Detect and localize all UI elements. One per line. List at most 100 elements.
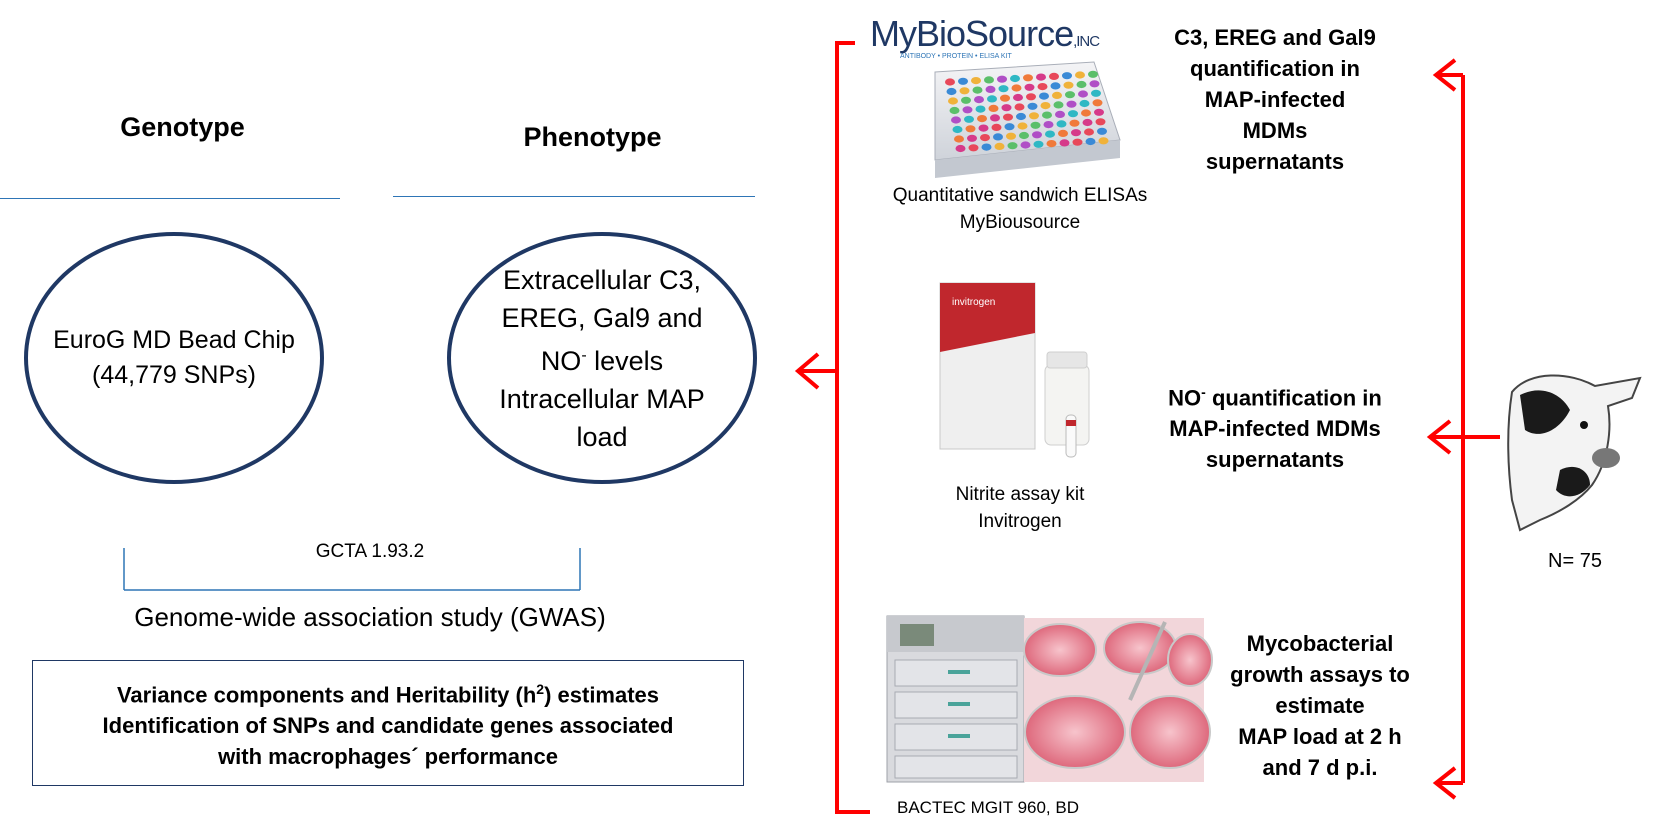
elisa-well bbox=[987, 95, 997, 103]
elisa-well bbox=[961, 96, 971, 104]
elisa-text-line3: MAP-infected bbox=[1204, 87, 1346, 112]
elisa-well bbox=[1055, 110, 1065, 118]
genotype-circle: EuroG MD Bead Chip (44,779 SNPs) bbox=[24, 232, 324, 484]
results-line1: Variance components and Heritability (h2… bbox=[116, 680, 660, 708]
elisa-well bbox=[951, 116, 961, 124]
elisa-well bbox=[945, 78, 955, 86]
elisa-well bbox=[997, 75, 1007, 83]
elisa-well bbox=[1001, 104, 1012, 112]
phenotype-rule bbox=[393, 196, 755, 197]
results-box: Variance components and Heritability (h2… bbox=[32, 660, 744, 786]
elisa-well bbox=[1030, 121, 1041, 129]
elisa-well bbox=[990, 114, 1000, 122]
elisa-well bbox=[1006, 132, 1016, 140]
elisa-well bbox=[1076, 80, 1087, 89]
logo-brand-suffix: ,INC bbox=[1073, 33, 1100, 50]
tool-label: GCTA 1.93.2 bbox=[315, 541, 425, 562]
nitrite-kit-image: invitrogen bbox=[939, 282, 1090, 458]
elisa-text-line4: MDMs bbox=[1242, 118, 1308, 143]
elisa-well bbox=[1098, 137, 1109, 145]
bactec-caption: BACTEC MGIT 960, BD bbox=[896, 798, 1079, 817]
results-line2: Identification of SNPs and candidate gen… bbox=[102, 713, 674, 739]
nitrite-caption-line1: Nitrite assay kit bbox=[955, 484, 1085, 505]
elisa-caption-line2: MyBiousource bbox=[959, 212, 1081, 233]
logo-brand-main: MyBioSource bbox=[870, 13, 1073, 54]
elisa-well bbox=[1014, 103, 1025, 111]
phenotype-circle-line3: NO- levels bbox=[540, 345, 664, 376]
elisa-well bbox=[1068, 110, 1078, 118]
elisa-well bbox=[1027, 102, 1038, 110]
elisa-caption: Quantitative sandwich ELISAs MyBiousourc… bbox=[870, 182, 1170, 236]
elisa-well bbox=[949, 106, 960, 115]
elisa-well bbox=[1091, 89, 1101, 97]
elisa-well bbox=[959, 87, 970, 95]
elisa-well bbox=[981, 143, 992, 151]
right-red-bracket bbox=[1426, 58, 1500, 800]
gcta-bracket bbox=[123, 548, 581, 591]
elisa-well bbox=[1089, 80, 1100, 88]
elisa-well bbox=[1058, 129, 1068, 137]
genotype-rule bbox=[0, 198, 340, 199]
elisa-text-line5: supernatants bbox=[1205, 149, 1345, 174]
elisa-well bbox=[1036, 73, 1046, 81]
mybiosource-logo: MyBioSource,INC ANTIBODY • PROTEIN • ELI… bbox=[870, 13, 1101, 60]
genotype-circle-line2: (44,779 SNPs) bbox=[92, 361, 256, 389]
left-red-bracket bbox=[794, 41, 870, 814]
elisa-well bbox=[988, 104, 999, 112]
elisa-well bbox=[1072, 138, 1083, 146]
elisa-well bbox=[978, 124, 989, 132]
elisa-well bbox=[993, 133, 1003, 141]
elisa-well bbox=[1053, 101, 1064, 109]
elisa-well bbox=[1004, 123, 1015, 131]
elisa-well bbox=[1088, 70, 1098, 78]
nitrite-caption-line2: Invitrogen bbox=[978, 511, 1062, 532]
elisa-well bbox=[1082, 118, 1093, 127]
elisa-well bbox=[1069, 119, 1080, 127]
growth-text-line5: and 7 d p.i. bbox=[1262, 755, 1378, 780]
elisa-well bbox=[1052, 91, 1062, 99]
growth-text-line4: MAP load at 2 h bbox=[1238, 724, 1402, 749]
elisa-well bbox=[1039, 92, 1049, 100]
elisa-caption-line1: Quantitative sandwich ELISAs bbox=[892, 185, 1148, 206]
elisa-well bbox=[1066, 100, 1077, 108]
elisa-well bbox=[1011, 84, 1022, 92]
elisa-well bbox=[1078, 90, 1088, 98]
elisa-well bbox=[952, 125, 963, 134]
elisa-plate-image bbox=[934, 61, 1121, 178]
elisa-well bbox=[998, 85, 1009, 93]
elisa-well bbox=[977, 115, 987, 123]
elisa-well bbox=[964, 115, 974, 123]
elisa-well bbox=[994, 142, 1005, 150]
elisa-well bbox=[962, 106, 973, 114]
elisa-well bbox=[946, 87, 957, 96]
elisa-well bbox=[985, 85, 996, 93]
elisa-well bbox=[1043, 121, 1054, 129]
elisa-well bbox=[1095, 118, 1106, 126]
elisa-well bbox=[1062, 72, 1072, 80]
genotype-header: Genotype bbox=[120, 112, 245, 142]
growth-text-line1: Mycobacterial bbox=[1246, 631, 1394, 656]
elisa-well bbox=[975, 105, 986, 113]
elisa-well bbox=[1040, 102, 1051, 110]
genotype-circle-line1: EuroG MD Bead Chip bbox=[53, 326, 295, 354]
growth-text-line3: estimate bbox=[1275, 693, 1365, 718]
elisa-well bbox=[955, 144, 966, 153]
elisa-well bbox=[974, 96, 984, 104]
elisa-well bbox=[1042, 111, 1052, 119]
elisa-well bbox=[980, 134, 990, 142]
results-line3: with macrophages´ performance bbox=[218, 744, 558, 770]
elisa-well bbox=[1003, 113, 1013, 121]
logo-tagline: ANTIBODY • PROTEIN • ELISA KIT bbox=[900, 53, 1012, 60]
elisa-well bbox=[1065, 91, 1075, 99]
elisa-well bbox=[1029, 112, 1039, 120]
elisa-well bbox=[1032, 131, 1042, 139]
elisa-well bbox=[1046, 140, 1057, 148]
elisa-well bbox=[1050, 82, 1061, 90]
elisa-well bbox=[1079, 99, 1090, 108]
elisa-well bbox=[984, 76, 994, 84]
phenotype-circle: Extracellular C3, EREG, Gal9 and NO- lev… bbox=[447, 232, 757, 484]
elisa-well bbox=[1020, 141, 1031, 149]
elisa-well bbox=[1013, 93, 1023, 102]
elisa-text-line2: quantification in bbox=[1190, 56, 1360, 81]
